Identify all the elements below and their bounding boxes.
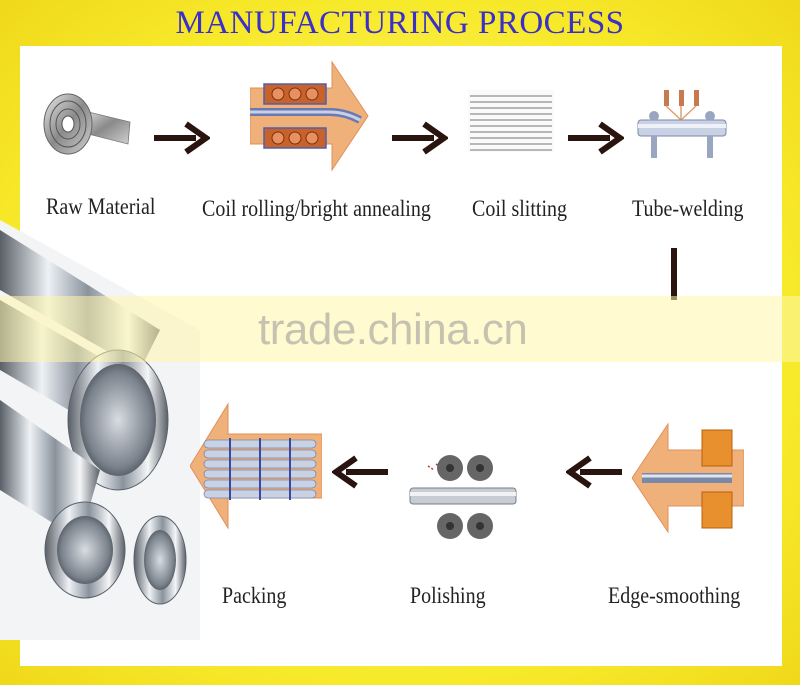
step-label-coil-rolling: Coil rolling/bright annealing bbox=[202, 196, 431, 222]
edge-smoothing-icon bbox=[632, 422, 744, 534]
flow-arrow-left-icon bbox=[566, 455, 622, 489]
step-label-tube-welding: Tube-welding bbox=[632, 196, 744, 222]
tube-welding-icon bbox=[637, 90, 727, 158]
flow-arrow-icon bbox=[392, 121, 448, 155]
coil-slitting-icon bbox=[468, 90, 554, 152]
step-label-packing: Packing bbox=[222, 583, 287, 609]
watermark-text: trade.china.cn bbox=[258, 305, 528, 354]
watermark-band bbox=[0, 296, 800, 362]
steel-pipes-image bbox=[0, 220, 200, 640]
flow-arrow-icon bbox=[568, 121, 624, 155]
page-title: MANUFACTURING PROCESS bbox=[175, 5, 625, 41]
step-label-raw-material: Raw Material bbox=[46, 194, 156, 220]
flow-arrow-icon bbox=[154, 121, 210, 155]
step-label-polishing: Polishing bbox=[410, 583, 486, 609]
flow-arrow-left-icon bbox=[332, 455, 388, 489]
step-label-edge-smoothing: Edge-smoothing bbox=[608, 583, 741, 609]
step-label-coil-slitting: Coil slitting bbox=[472, 196, 568, 222]
flow-down-arrow-icon bbox=[671, 248, 677, 300]
coil-rolling-annealing-icon bbox=[250, 60, 369, 172]
polishing-icon bbox=[409, 455, 517, 539]
raw-material-coil-icon bbox=[43, 93, 131, 155]
packing-icon bbox=[190, 402, 322, 530]
